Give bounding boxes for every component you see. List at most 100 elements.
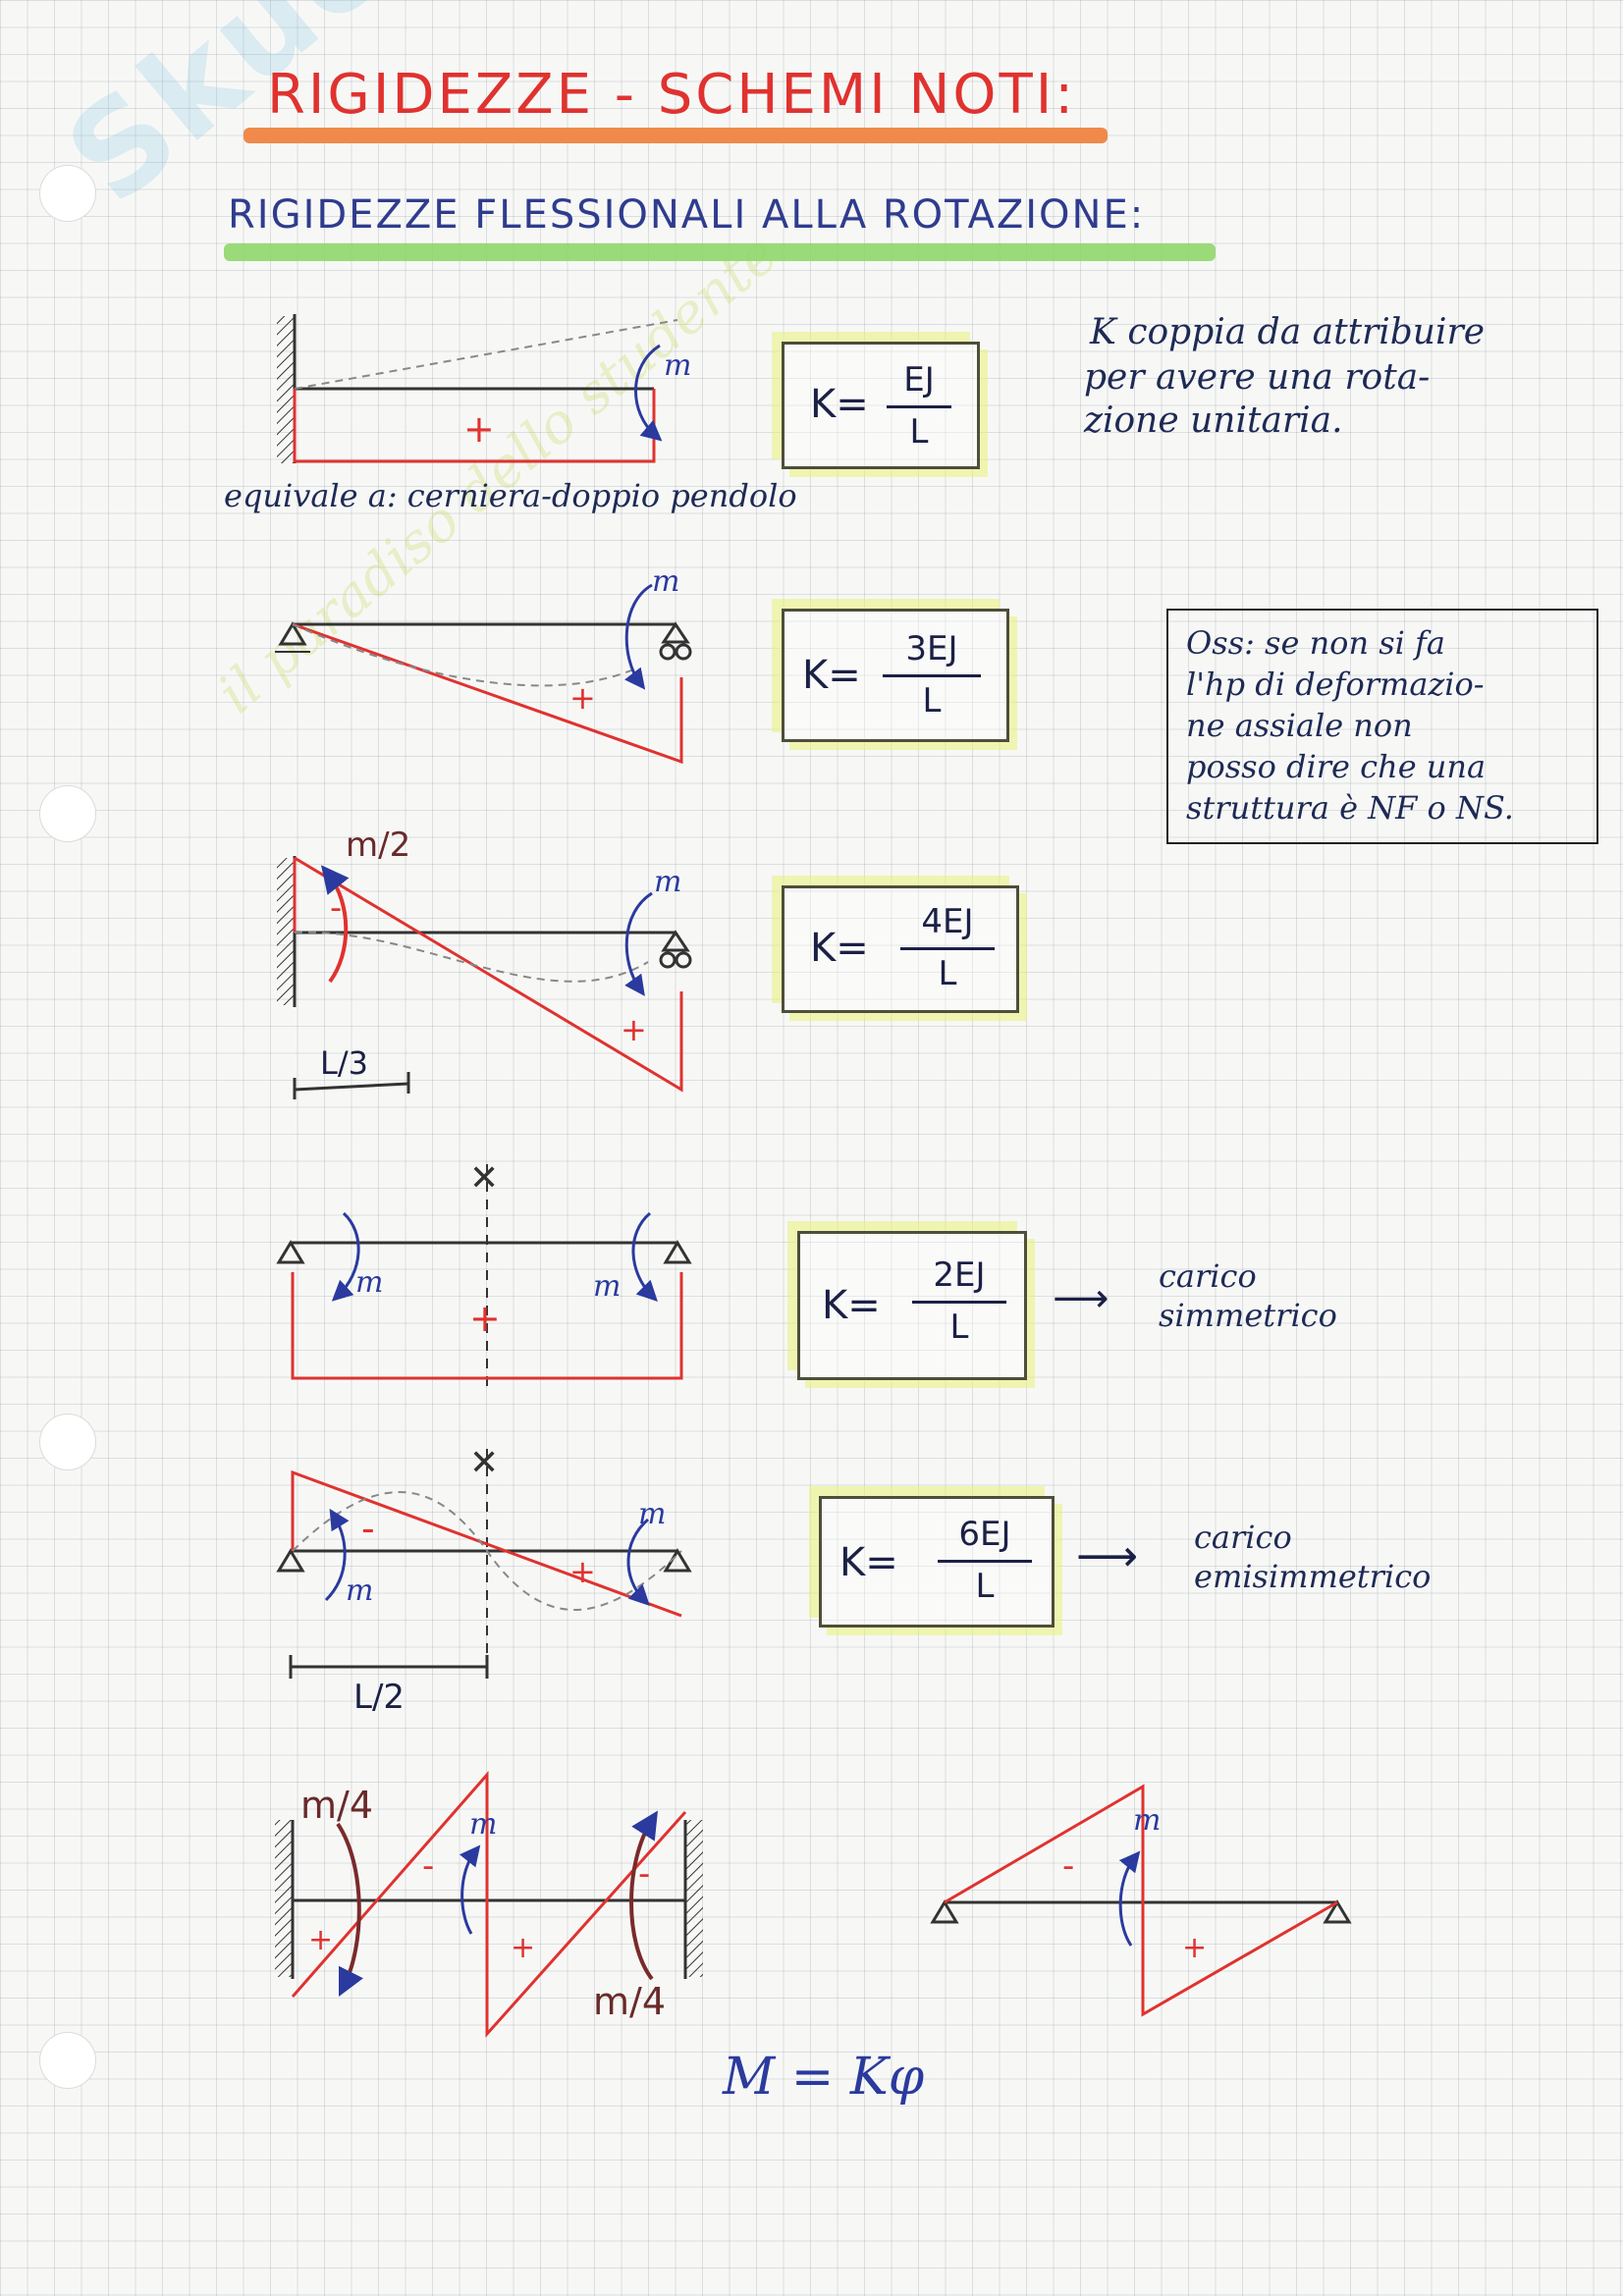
- sign-minus: -: [422, 1846, 434, 1886]
- k-label: K=: [822, 1283, 881, 1328]
- definition-note-line-1: K coppia da attribuire: [1090, 312, 1486, 352]
- svg-text:✕: ✕: [469, 1443, 499, 1483]
- load-label-antisymmetric: carico emisimmetrico: [1194, 1519, 1432, 1595]
- pin-support-icon: [276, 1240, 305, 1264]
- dimension-line: [294, 1082, 409, 1092]
- sign-minus: -: [330, 888, 342, 928]
- numerator: 6EJ: [938, 1515, 1032, 1563]
- numerator: EJ: [887, 360, 951, 408]
- fixed-support-icon: [275, 1820, 293, 1977]
- fraction: EJ L: [887, 360, 951, 452]
- moment-diagram: [944, 1784, 1338, 2017]
- pin-support-icon: [1323, 1899, 1352, 1924]
- arrow-antisymmetric: ⟶: [1076, 1531, 1139, 1581]
- moment-diagram: [291, 1272, 683, 1380]
- scheme-5: ✕ - + m m L/2: [276, 1443, 692, 1717]
- moment-arrow-icon: [629, 1810, 659, 1981]
- scheme-3: - + m/2 m L/3: [277, 826, 692, 1099]
- moment-label-center: m: [469, 1807, 497, 1842]
- moment-diagram: [291, 1469, 682, 1618]
- moment-arrow-icon: [626, 1518, 650, 1606]
- page-subtitle: RIGIDEZZE FLESSIONALI ALLA ROTAZIONE:: [228, 192, 1146, 238]
- moment-arrow-icon: [1118, 1850, 1141, 1947]
- moment-label-center: m: [1133, 1803, 1161, 1838]
- span-label: L/2: [353, 1678, 405, 1717]
- denominator: L: [975, 1567, 995, 1606]
- moment-label: m: [664, 348, 691, 383]
- k-label: K=: [810, 926, 869, 971]
- moment-arrow-icon: [634, 344, 663, 442]
- stiffness-formula-5: K= 6EJ L: [819, 1496, 1055, 1628]
- denominator: L: [938, 954, 957, 993]
- scheme-2: + m: [275, 564, 692, 765]
- page-title: RIGIDEZZE - SCHEMI NOTI:: [267, 63, 1077, 127]
- fraction: 6EJ L: [938, 1515, 1032, 1606]
- title-underline: [243, 128, 1108, 143]
- observation-line-1: Oss: se non si fa: [1186, 624, 1445, 662]
- moment-label-left: m: [346, 1574, 373, 1608]
- observation-box: [1166, 609, 1598, 844]
- moment-arrow-icon: [459, 1844, 481, 1935]
- stiffness-formula-3: K= 4EJ L: [782, 885, 1019, 1013]
- moment-arrow-icon: [324, 1508, 350, 1602]
- denominator: L: [909, 412, 929, 452]
- sign-plus: +: [569, 1553, 596, 1590]
- numerator: 3EJ: [883, 629, 981, 677]
- sign-plus: +: [569, 679, 596, 717]
- k-label: K=: [810, 382, 869, 427]
- scheme-1: + m: [277, 314, 691, 463]
- moment-label-right: m: [638, 1497, 666, 1531]
- moment-arrow-icon: [321, 865, 350, 984]
- pin-support-icon: [278, 621, 307, 646]
- scheme-double-fixed: + - + - m/4 m/4 m: [275, 1771, 703, 2038]
- moment-arrow-icon: [624, 891, 653, 996]
- numerator: 2EJ: [912, 1255, 1006, 1304]
- pin-support-icon: [930, 1899, 959, 1924]
- pin-support-icon: [663, 1548, 692, 1573]
- span-label: L/3: [320, 1044, 368, 1082]
- definition-note-line-3: zione unitaria.: [1084, 400, 1343, 441]
- fixed-support-icon: [277, 858, 295, 1005]
- moment-diagram: [292, 622, 683, 765]
- svg-text:✕: ✕: [469, 1158, 499, 1199]
- observation-line-4: posso dire che una: [1186, 748, 1487, 785]
- definition-note-line-2: per avere una rota-: [1084, 357, 1431, 398]
- equivalent-note: equivale a: cerniera-doppio pendolo: [224, 477, 797, 514]
- sign-plus: +: [1182, 1931, 1207, 1965]
- stiffness-formula-4: K= 2EJ L: [797, 1231, 1027, 1380]
- sign-plus: +: [511, 1931, 535, 1965]
- load-label-symmetric: carico simmetrico: [1159, 1257, 1337, 1334]
- sign-minus: -: [1062, 1846, 1074, 1886]
- moment-half-label: m/2: [346, 826, 410, 865]
- punch-hole: [39, 165, 96, 222]
- moment-label: m: [652, 564, 679, 599]
- scheme-4: ✕ + m m: [276, 1158, 692, 1394]
- moment-arrow-icon: [623, 583, 653, 690]
- fraction: 4EJ L: [900, 902, 995, 993]
- sign-plus: +: [469, 1297, 501, 1340]
- scheme-internal-moment: - + m: [930, 1784, 1352, 2017]
- punch-hole: [39, 785, 96, 842]
- fixed-support-icon: [277, 316, 295, 463]
- stiffness-formula-1: K= EJ L: [782, 342, 980, 469]
- moment-diagram: [291, 1771, 687, 2038]
- stiffness-formula-2: K= 3EJ L: [782, 609, 1009, 742]
- sign-minus: -: [361, 1507, 375, 1550]
- moment-label: m: [654, 865, 681, 899]
- roller-support-icon: [661, 621, 690, 644]
- punch-hole: [39, 1414, 96, 1470]
- moment-label-right: m: [593, 1269, 621, 1304]
- roller-support-icon: [661, 930, 690, 952]
- pin-support-icon: [276, 1548, 305, 1573]
- moment-quarter-label-top: m/4: [300, 1784, 373, 1827]
- fraction: 3EJ L: [883, 629, 981, 721]
- k-label: K=: [839, 1540, 898, 1585]
- k-label: K=: [802, 653, 861, 698]
- sign-plus: +: [308, 1923, 333, 1957]
- sign-plus: +: [463, 407, 495, 451]
- sign-minus: -: [638, 1854, 650, 1894]
- equation: M = Kφ: [723, 2048, 925, 2107]
- denominator: L: [949, 1308, 969, 1347]
- moment-arrow-icon: [631, 1211, 658, 1302]
